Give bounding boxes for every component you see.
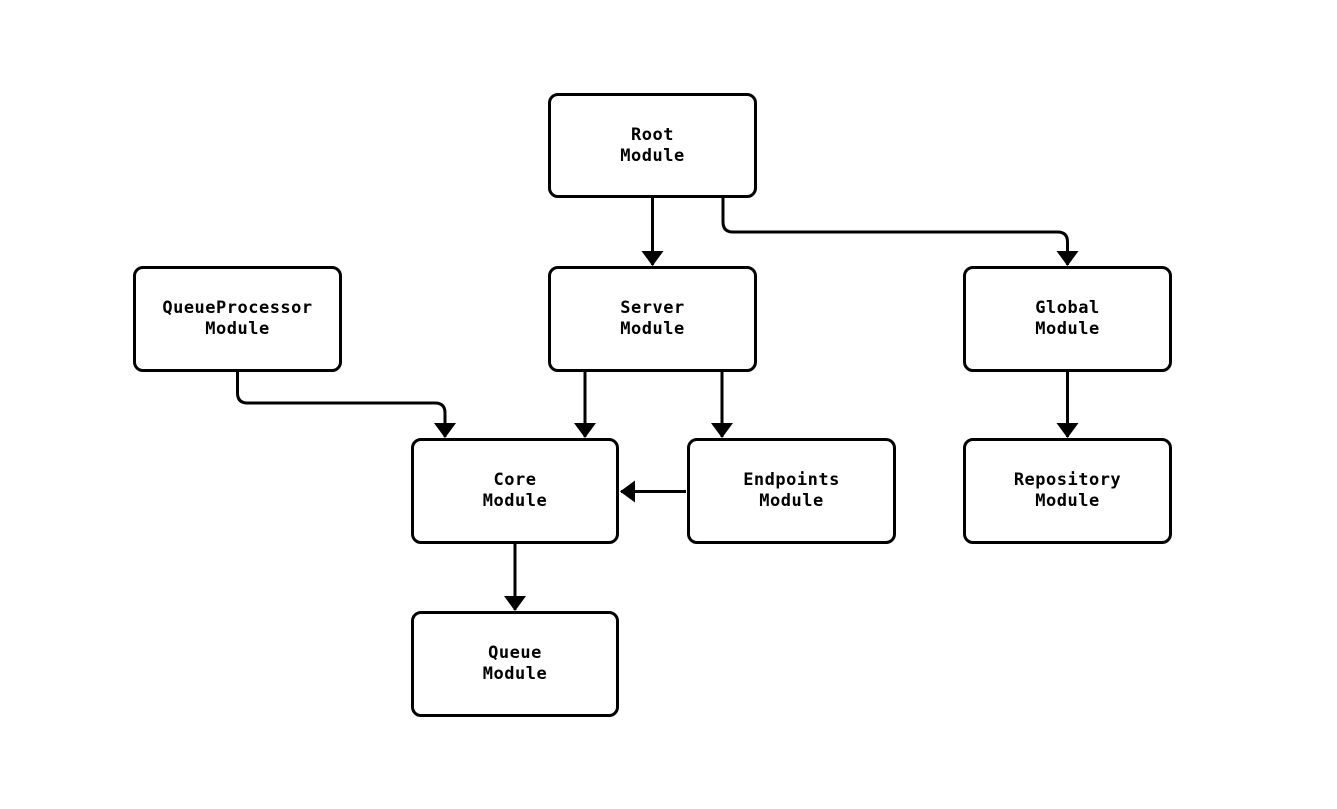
node-label-line: Module bbox=[759, 491, 824, 511]
node-label-line: Global bbox=[1035, 298, 1100, 318]
edge-group bbox=[236, 198, 1079, 611]
node-label-line: Module bbox=[620, 145, 685, 166]
node-label-line: Module bbox=[1035, 319, 1100, 339]
node-label-line: Queue bbox=[488, 643, 542, 663]
node-label-line: QueueProcessor bbox=[162, 298, 313, 318]
node-label-line: Module bbox=[620, 319, 685, 339]
node-label-line: Core bbox=[493, 470, 537, 490]
edge-queueprocessor-to-core bbox=[236, 372, 456, 438]
node-label-line: Module bbox=[482, 491, 548, 511]
node-label-line: Root bbox=[631, 124, 674, 145]
node-label-line: Endpoints bbox=[743, 470, 840, 490]
edge-root-to-global bbox=[721, 198, 1079, 266]
node-label-line: Server bbox=[620, 298, 685, 318]
node-label-line: Repository bbox=[1013, 470, 1122, 490]
node-label-line: Module bbox=[482, 664, 548, 684]
node-label-line: Module bbox=[205, 319, 270, 339]
node-label-line: Module bbox=[1035, 491, 1100, 511]
